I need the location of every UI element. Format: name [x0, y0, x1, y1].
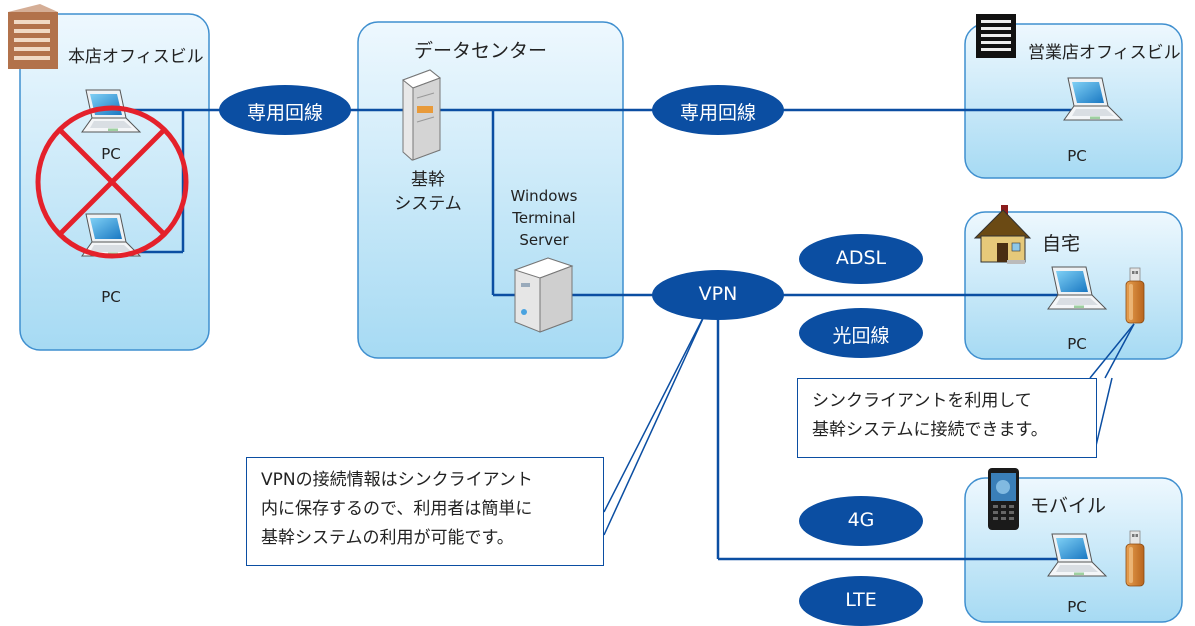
4g-label: 4G: [847, 509, 875, 531]
terminal-server-icon: [513, 257, 574, 333]
link-ovals: [219, 85, 923, 626]
adsl-label: ADSL: [835, 247, 887, 269]
fiber-label: 光回線: [832, 325, 890, 347]
core-system-label-line1: 基幹: [411, 170, 445, 190]
house-icon: [973, 205, 1032, 264]
pc-label: PC: [101, 288, 121, 306]
pc-label: PC: [101, 145, 121, 163]
pc-label: PC: [1067, 335, 1087, 353]
wts-label-line3: Server: [519, 231, 569, 249]
prohibited-cross-icon: [35, 105, 189, 259]
vpn-info-callout: VPNの接続情報はシンクライアント 内に保存するので、利用者は簡単に 基幹システ…: [246, 457, 604, 566]
mobile-title: モバイル: [1030, 495, 1107, 517]
head-office-title: 本店オフィスビル: [68, 47, 204, 67]
callout-line: VPNの接続情報はシンクライアント: [261, 470, 533, 490]
core-system-label-line2: システム: [394, 194, 462, 214]
home-title: 自宅: [1042, 233, 1081, 255]
callout-pointers: [603, 311, 1135, 536]
branch-office-title: 営業店オフィスビル: [1028, 43, 1181, 63]
core-system-server-icon: [401, 69, 442, 161]
wts-label-line2: Terminal: [512, 209, 576, 227]
datacenter-title: データセンター: [414, 40, 548, 62]
callout-line: 基幹システムに接続できます。: [812, 420, 1048, 440]
thin-client-callout: シンクライアントを利用して 基幹システムに接続できます。: [797, 378, 1097, 458]
vpn-label: VPN: [698, 283, 738, 305]
callout-line: 内に保存するので、利用者は簡単に: [261, 499, 533, 519]
lte-label: LTE: [845, 589, 877, 611]
leased-line-left-label: 専用回線: [246, 102, 323, 124]
office-building-icon: [8, 4, 58, 69]
branch-building-icon: [976, 14, 1016, 58]
callout-line: 基幹システムの利用が可能です。: [261, 528, 514, 548]
mobile-phone-icon: [988, 468, 1019, 530]
pc-label: PC: [1067, 598, 1087, 616]
callout-line: シンクライアントを利用して: [812, 391, 1032, 411]
pc-label: PC: [1067, 147, 1087, 165]
leased-line-right-label: 専用回線: [679, 102, 756, 124]
wts-label-line1: Windows: [510, 187, 578, 205]
